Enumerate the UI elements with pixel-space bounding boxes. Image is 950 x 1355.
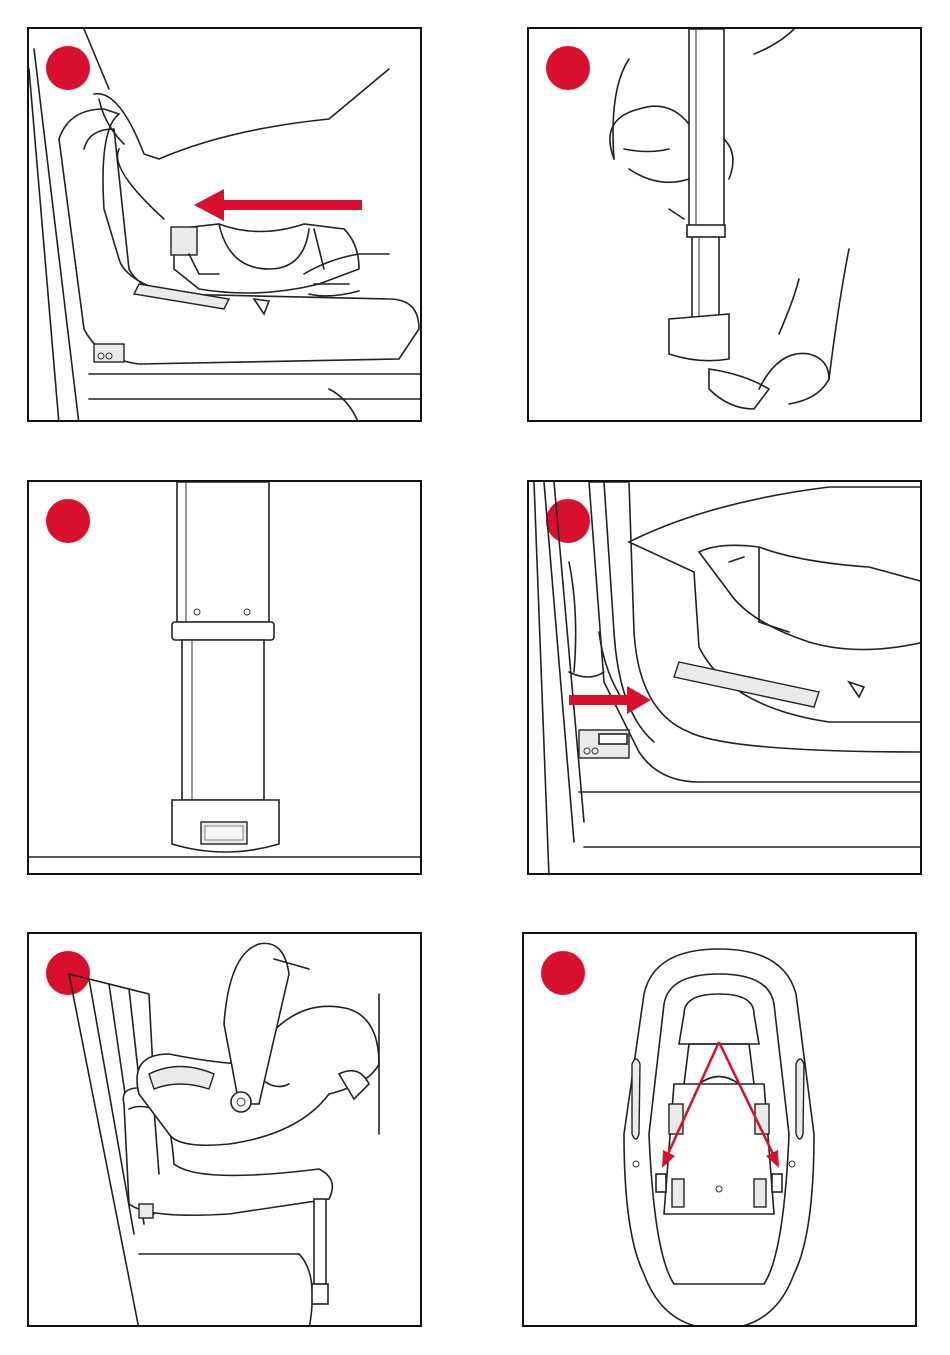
step-6-panel — [522, 932, 917, 1327]
support-leg-indicator-illustration — [29, 482, 422, 875]
hand-slide-base-illustration — [29, 29, 422, 422]
step-2-panel — [527, 27, 922, 422]
step-5-panel — [27, 932, 422, 1327]
step-1-panel — [27, 27, 422, 422]
step-3-panel — [27, 480, 422, 875]
arrow-left-icon — [194, 189, 224, 221]
infant-carrier-on-base-illustration — [29, 934, 422, 1327]
arrow-shaft — [569, 695, 631, 705]
step-4-panel — [527, 480, 922, 875]
support-leg-illustration — [529, 29, 922, 422]
isofix-connector-illustration — [529, 482, 922, 875]
arrow-shaft — [214, 200, 362, 210]
base-top-view-illustration — [524, 934, 917, 1327]
